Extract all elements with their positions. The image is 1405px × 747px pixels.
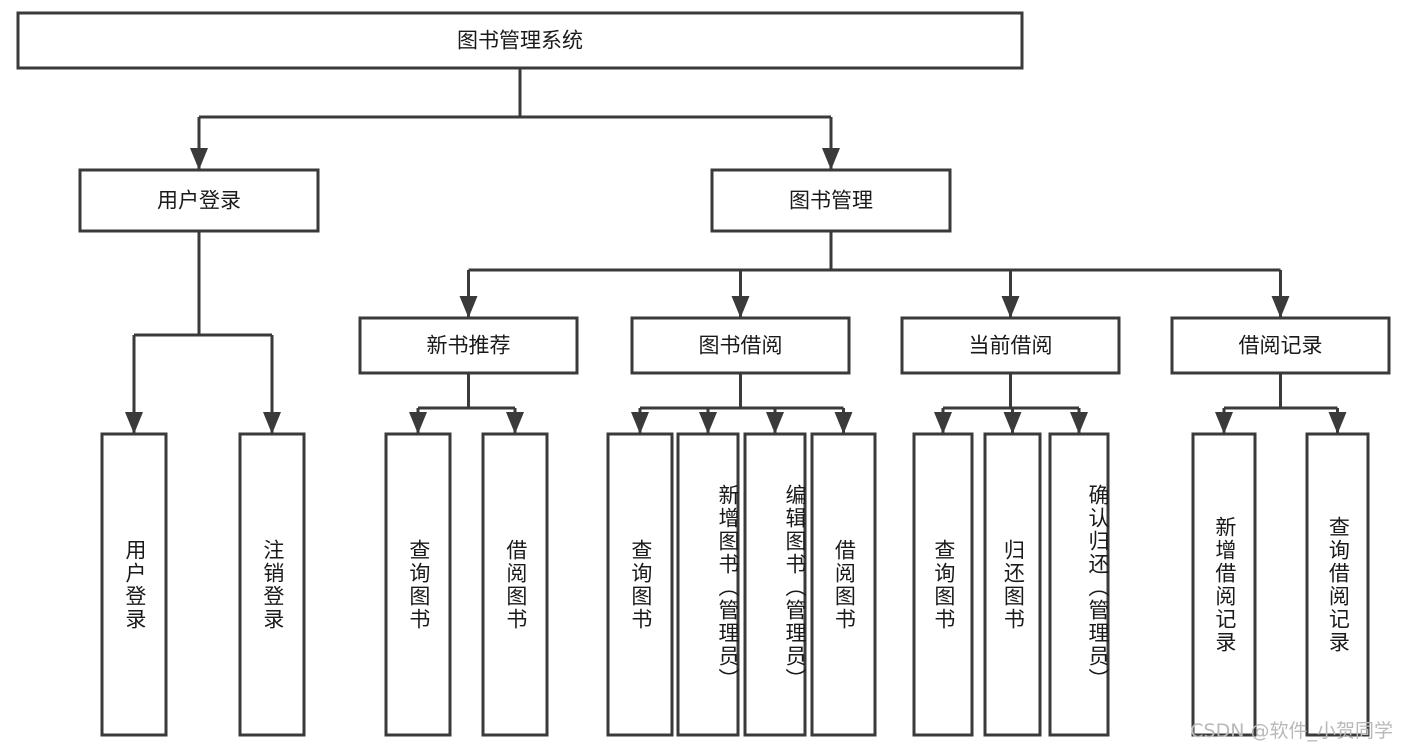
node-box-leaf-8[interactable] (912, 432, 974, 737)
node-box-leaf-7[interactable] (810, 432, 877, 737)
arrow-head-icon (125, 412, 143, 434)
node-label-level3-3: 借阅记录 (1239, 334, 1323, 358)
node-box-root[interactable] (16, 11, 1024, 70)
node-box-leaf-1[interactable] (238, 432, 306, 737)
node-box-leaf-11[interactable] (1191, 432, 1257, 737)
node-box-level3-1[interactable] (630, 316, 851, 375)
node-box-leaf-0[interactable] (100, 432, 168, 737)
arrow-head-icon (506, 412, 524, 434)
node-box-level2-1[interactable] (710, 168, 952, 233)
boxes-layer (16, 11, 1391, 737)
arrow-head-icon (934, 412, 952, 434)
node-box-level2-0[interactable] (78, 168, 320, 233)
node-box-leaf-2[interactable] (384, 432, 452, 737)
arrow-head-icon (766, 412, 784, 434)
node-box-leaf-3[interactable] (481, 432, 549, 737)
connectors-layer (125, 68, 1347, 434)
node-label-level2-1: 图书管理 (789, 189, 873, 213)
node-box-leaf-9[interactable] (983, 432, 1042, 737)
arrow-head-icon (1328, 412, 1347, 434)
arrow-head-icon (1215, 412, 1233, 434)
arrow-head-icon (1271, 296, 1290, 318)
arrow-head-icon (1001, 296, 1020, 318)
node-box-level3-3[interactable] (1170, 316, 1391, 375)
node-label-level3-1: 图书借阅 (699, 334, 783, 358)
node-label-level3-0: 新书推荐 (427, 334, 511, 358)
arrow-head-icon (263, 412, 281, 434)
node-box-level3-0[interactable] (358, 316, 579, 375)
arrow-head-icon (631, 412, 649, 434)
arrow-head-icon (190, 148, 208, 170)
arrow-head-icon (1070, 412, 1088, 434)
arrow-head-icon (459, 296, 478, 318)
node-box-leaf-6[interactable] (743, 432, 807, 737)
arrow-head-icon (1003, 412, 1022, 434)
arrow-head-icon (409, 412, 427, 434)
node-label-level2-0: 用户登录 (157, 189, 241, 213)
node-box-level3-2[interactable] (900, 316, 1121, 375)
arrow-head-icon (822, 148, 840, 170)
node-box-leaf-12[interactable] (1305, 432, 1370, 737)
node-box-leaf-5[interactable] (676, 432, 740, 737)
arrow-head-icon (834, 412, 853, 434)
arrow-head-icon (699, 412, 717, 434)
node-box-leaf-4[interactable] (606, 432, 674, 737)
node-box-leaf-10[interactable] (1048, 432, 1110, 737)
arrow-head-icon (731, 296, 750, 318)
node-label-root: 图书管理系统 (457, 29, 583, 53)
node-label-level3-2: 当前借阅 (969, 334, 1053, 358)
